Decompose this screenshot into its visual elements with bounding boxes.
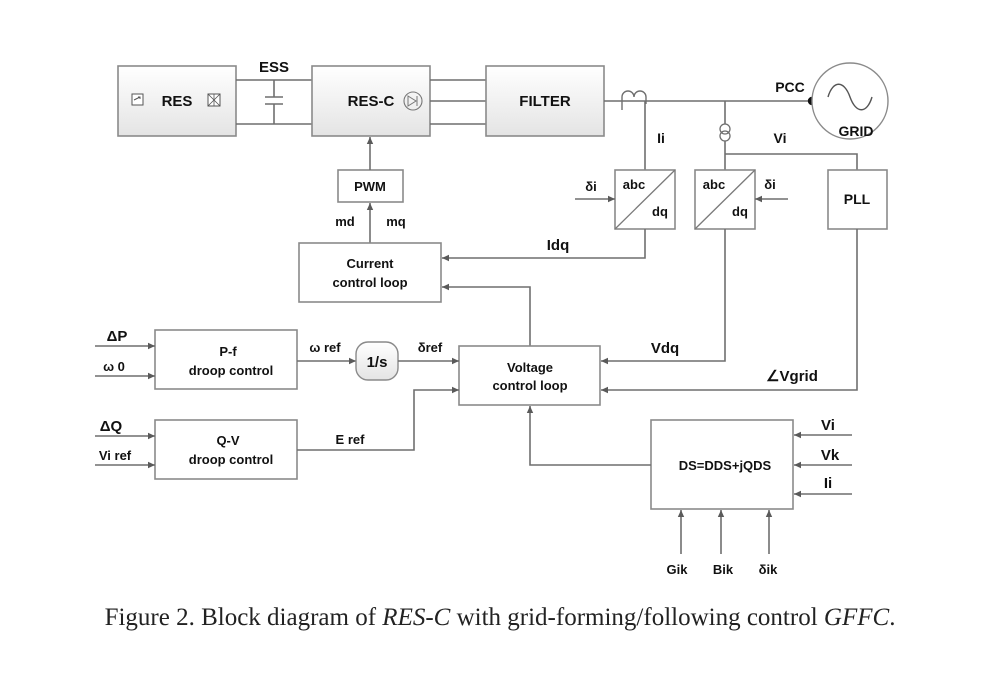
pll-label: PLL	[844, 191, 871, 207]
mq-label: mq	[386, 214, 406, 229]
caption-italic-resc: RES-C	[382, 604, 451, 631]
res-block: RES	[117, 65, 237, 137]
pf-label-2: droop control	[189, 363, 274, 378]
voltage-loop-label-2: control loop	[492, 378, 567, 393]
voltage-transformer-icon	[719, 123, 731, 142]
e-ref-arrow	[297, 386, 459, 451]
qv-label-2: droop control	[189, 452, 274, 467]
omega-ref-label: ω ref	[309, 340, 341, 355]
delta-q-label: ΔQ	[100, 418, 123, 435]
converter-icon	[207, 93, 221, 107]
dq-label: dq	[732, 204, 748, 219]
ii-label: Ii	[657, 130, 665, 146]
inverter-diode-icon	[403, 91, 423, 111]
abc-label: abc	[623, 177, 645, 192]
ds-vi-label: Vi	[821, 417, 835, 434]
caption-italic-gffc: GFFC	[823, 604, 890, 631]
pv-panel-icon	[131, 93, 144, 106]
caption-middle: with grid-forming/following control	[450, 604, 824, 631]
voltage-loop-label-1: Voltage	[507, 360, 553, 375]
current-transformer-icon	[621, 90, 647, 110]
ess-label: ESS	[259, 59, 289, 76]
e-ref-label: E ref	[336, 432, 366, 447]
idq-label: Idq	[547, 237, 570, 254]
abc-dq-transform-current: abc dq	[614, 169, 676, 230]
caption-prefix: Figure 2. Block diagram of	[104, 604, 383, 631]
vi-label: Vi	[774, 130, 787, 146]
vdq-label: Vdq	[651, 340, 679, 357]
pwm-block: PWM	[337, 169, 404, 203]
dc-link: ESS	[236, 59, 312, 125]
pll-block: PLL	[827, 169, 888, 230]
ds-vk-label: Vk	[821, 447, 840, 464]
pwm-label: PWM	[354, 179, 386, 194]
md-label: md	[335, 214, 355, 229]
block-diagram: RES ESS RES-C FILTER	[95, 59, 889, 577]
grid-source: GRID	[811, 62, 889, 140]
ds-ii-label: Ii	[824, 475, 832, 492]
capacitor-icon	[265, 96, 283, 105]
sine-wave-icon	[827, 83, 873, 111]
vi-ref-label: Vi ref	[99, 448, 132, 463]
grid-label: GRID	[839, 123, 874, 139]
filter-block: FILTER	[485, 65, 605, 137]
pf-label-1: P-f	[219, 344, 237, 359]
bik-label: Bik	[713, 562, 734, 577]
three-phase-lines	[430, 79, 486, 125]
qv-droop-block: Q-V droop control	[154, 419, 298, 480]
filter-label: FILTER	[519, 93, 571, 110]
voltage-control-loop-block: Voltage control loop	[458, 345, 601, 406]
res-c-block: RES-C	[311, 65, 431, 137]
integrator-label: 1/s	[367, 354, 388, 371]
delta-ik-label: δik	[759, 562, 778, 577]
ds-block: DS=DDS+jQDS	[650, 419, 794, 510]
integrator-block: 1/s	[355, 341, 399, 381]
current-loop-label-2: control loop	[332, 275, 407, 290]
gik-label: Gik	[667, 562, 689, 577]
ds-to-voltage-arrow	[526, 406, 651, 466]
delta-i-label-1: δi	[585, 179, 597, 194]
current-loop-label-1: Current	[347, 256, 395, 271]
vi-to-pll-wire	[725, 153, 858, 170]
res-c-label: RES-C	[348, 93, 395, 110]
dq-label: dq	[652, 204, 668, 219]
voltage-to-current-arrow	[442, 283, 531, 346]
abc-dq-transform-voltage: abc dq	[694, 169, 756, 230]
vgrid-angle-arrow	[601, 229, 858, 394]
pf-droop-block: P-f droop control	[154, 329, 298, 390]
pcc-label: PCC	[775, 79, 805, 95]
vdq-feedback-arrow	[601, 229, 726, 365]
ds-label: DS=DDS+jQDS	[679, 458, 772, 473]
delta-p-label: ΔP	[107, 328, 128, 345]
delta-ref-label: δref	[418, 340, 443, 355]
figure-caption: Figure 2. Block diagram of RES-C with gr…	[0, 604, 1000, 632]
idq-feedback-arrow	[442, 229, 646, 262]
vgrid-label: ∠Vgrid	[766, 368, 818, 385]
abc-label: abc	[703, 177, 725, 192]
res-label: RES	[162, 93, 193, 110]
current-control-loop-block: Current control loop	[298, 242, 442, 303]
omega-0-label: ω 0	[103, 359, 125, 374]
caption-suffix: .	[889, 604, 896, 631]
qv-label-1: Q-V	[216, 433, 239, 448]
delta-i-label-2: δi	[764, 177, 776, 192]
